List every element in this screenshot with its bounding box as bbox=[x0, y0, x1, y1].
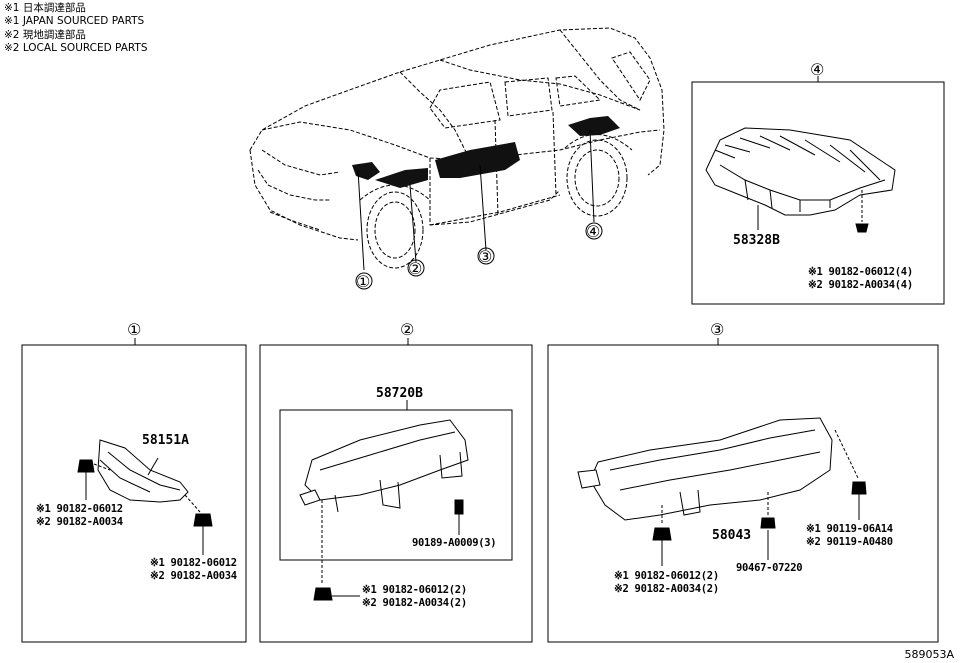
panel-1-frame bbox=[21, 344, 247, 643]
legend-line-2: ※1 JAPAN SOURCED PARTS bbox=[4, 15, 145, 28]
diagram-code: 589053A bbox=[904, 648, 954, 661]
panel-1-header: ① bbox=[127, 320, 142, 339]
panel-2-fastener-note-1: ※1 90182-06012(2) bbox=[362, 584, 467, 596]
part-58328B-shape bbox=[705, 127, 896, 216]
callout-2: ② bbox=[408, 259, 423, 278]
clip-icon-3a bbox=[652, 527, 672, 541]
clip-icon-1a bbox=[77, 459, 95, 473]
part-number-58151A: 58151A bbox=[142, 433, 189, 448]
panel-2-frame bbox=[259, 344, 533, 643]
legend-line-4: ※2 LOCAL SOURCED PARTS bbox=[4, 42, 148, 55]
panel-2-fastener-note-2: ※2 90182-A0034(2) bbox=[362, 597, 467, 609]
part-number-58043: 58043 bbox=[712, 528, 752, 543]
pin-clip-icon bbox=[454, 499, 464, 515]
panel-1-note-a1: ※1 90182-06012 bbox=[36, 503, 123, 515]
clip-icon bbox=[855, 223, 869, 233]
vehicle-highlight-zones bbox=[352, 116, 620, 188]
panel-2-clip-note: 90189-A0009(3) bbox=[412, 537, 497, 549]
part-58151A-shape bbox=[97, 439, 189, 503]
callout-4: ④ bbox=[586, 222, 601, 241]
part-58720B-shape bbox=[299, 419, 469, 513]
panel-4-header: ④ bbox=[810, 60, 825, 79]
panel-1-note-a2: ※2 90182-A0034 bbox=[36, 516, 123, 528]
panel-3-header: ③ bbox=[710, 320, 725, 339]
panel-3-nut-note: 90467-07220 bbox=[736, 562, 803, 574]
part-number-58720B: 58720B bbox=[376, 386, 423, 401]
panel-2-header: ② bbox=[400, 320, 415, 339]
legend-line-1: ※1 日本調達部品 bbox=[4, 2, 86, 14]
panel-3-frame bbox=[547, 344, 939, 643]
nut-icon bbox=[760, 517, 776, 529]
vehicle-illustration bbox=[249, 27, 665, 269]
part-number-58328B: 58328B bbox=[733, 233, 780, 248]
panel-2-subframe bbox=[279, 409, 513, 561]
panel-3-note-b1: ※1 90119-06A14 bbox=[806, 523, 893, 535]
panel-4-fastener-note-2: ※2 90182-A0034(4) bbox=[808, 279, 913, 291]
panel-3-note-a2: ※2 90182-A0034(2) bbox=[614, 583, 719, 595]
panel-3-note-a1: ※1 90182-06012(2) bbox=[614, 570, 719, 582]
sourcing-legend: ※1 日本調達部品 ※1 JAPAN SOURCED PARTS ※2 現地調達… bbox=[4, 2, 148, 56]
panel-1-note-b1: ※1 90182-06012 bbox=[150, 557, 237, 569]
callout-1: ① bbox=[356, 272, 371, 291]
panel-3-note-b2: ※2 90119-A0480 bbox=[806, 536, 893, 548]
panel-4-fastener-note-1: ※1 90182-06012(4) bbox=[808, 266, 913, 278]
clip-icon-2 bbox=[313, 587, 333, 601]
legend-line-3: ※2 現地調達部品 bbox=[4, 28, 86, 41]
callout-leaders bbox=[355, 129, 603, 290]
panel-1-note-b2: ※2 90182-A0034 bbox=[150, 570, 237, 582]
part-58043-shape bbox=[577, 417, 833, 521]
clip-icon-3b bbox=[851, 481, 867, 495]
callout-3: ③ bbox=[478, 247, 493, 266]
clip-icon-1b bbox=[193, 513, 213, 527]
